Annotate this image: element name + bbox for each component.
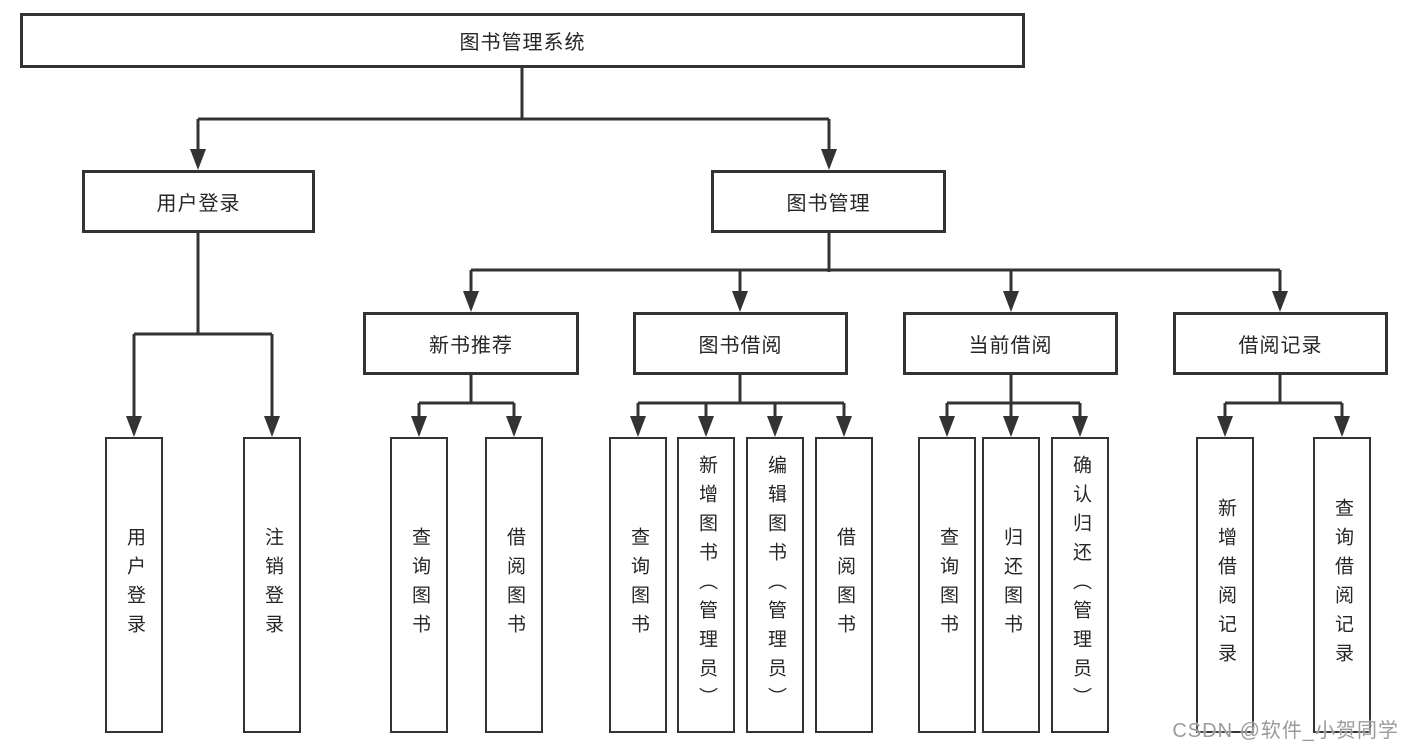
- node-label: 归还图书: [1000, 527, 1022, 643]
- arrow-down-icon: [939, 416, 955, 437]
- arrow-down-icon: [190, 149, 206, 170]
- arrowhead-icons: [126, 149, 1350, 437]
- node-label: 编辑图书（管理员）: [764, 454, 786, 716]
- arrow-down-icon: [698, 416, 714, 437]
- node-label: 注销登录: [261, 527, 283, 643]
- node-label: 确认归还（管理员）: [1069, 454, 1091, 716]
- arrow-down-icon: [1334, 416, 1350, 437]
- leaf-edit-books-admin: 编辑图书（管理员）: [746, 437, 804, 733]
- arrow-down-icon: [821, 149, 837, 170]
- arrow-down-icon: [1217, 416, 1233, 437]
- leaf-logout: 注销登录: [243, 437, 301, 733]
- leaf-query-books-recommend: 查询图书: [390, 437, 448, 733]
- node-label: 新增借阅记录: [1214, 498, 1236, 672]
- arrow-down-icon: [836, 416, 852, 437]
- node-label: 用户登录: [156, 193, 241, 215]
- node-label: 借阅图书: [833, 527, 855, 643]
- node-label: 图书管理: [786, 193, 871, 215]
- node-label: 借阅图书: [503, 527, 525, 643]
- arrow-down-icon: [126, 416, 142, 437]
- node-borrow-records: 借阅记录: [1173, 312, 1388, 375]
- leaf-query-books-borrow: 查询图书: [609, 437, 667, 733]
- connector-lines: [132, 68, 1344, 418]
- arrow-down-icon: [264, 416, 280, 437]
- leaf-return-books: 归还图书: [982, 437, 1040, 733]
- arrow-down-icon: [732, 291, 748, 312]
- node-user-login: 用户登录: [82, 170, 315, 233]
- arrow-down-icon: [1272, 291, 1288, 312]
- leaf-add-books-admin: 新增图书（管理员）: [677, 437, 735, 733]
- node-label: 图书借阅: [698, 335, 783, 357]
- watermark: CSDN @软件_小贺同学: [1172, 720, 1399, 742]
- arrow-down-icon: [630, 416, 646, 437]
- node-label: 查询借阅记录: [1331, 498, 1353, 672]
- leaf-borrow-books: 借阅图书: [815, 437, 873, 733]
- arrow-down-icon: [1072, 416, 1088, 437]
- leaf-query-books-current: 查询图书: [918, 437, 976, 733]
- node-new-book-recommend: 新书推荐: [363, 312, 579, 375]
- node-label: 新书推荐: [429, 335, 513, 357]
- arrow-down-icon: [767, 416, 783, 437]
- arrow-down-icon: [1003, 416, 1019, 437]
- leaf-query-borrow-record: 查询借阅记录: [1313, 437, 1371, 733]
- node-book-borrow: 图书借阅: [633, 312, 848, 375]
- node-label: 借阅记录: [1238, 335, 1323, 357]
- node-current-borrow: 当前借阅: [903, 312, 1118, 375]
- leaf-confirm-return-admin: 确认归还（管理员）: [1051, 437, 1109, 733]
- arrow-down-icon: [411, 416, 427, 437]
- node-label: 查询图书: [627, 527, 649, 643]
- node-label: 图书管理系统: [459, 32, 586, 54]
- leaf-borrow-books-recommend: 借阅图书: [485, 437, 543, 733]
- node-label: 用户登录: [123, 527, 145, 643]
- node-label: 查询图书: [936, 527, 958, 643]
- node-label: 新增图书（管理员）: [695, 454, 717, 716]
- node-label: 查询图书: [408, 527, 430, 643]
- leaf-user-login: 用户登录: [105, 437, 163, 733]
- node-book-management: 图书管理: [711, 170, 946, 233]
- node-library-system: 图书管理系统: [20, 13, 1025, 68]
- arrow-down-icon: [506, 416, 522, 437]
- arrow-down-icon: [1003, 291, 1019, 312]
- node-label: 当前借阅: [968, 335, 1053, 357]
- arrow-down-icon: [463, 291, 479, 312]
- leaf-add-borrow-record: 新增借阅记录: [1196, 437, 1254, 733]
